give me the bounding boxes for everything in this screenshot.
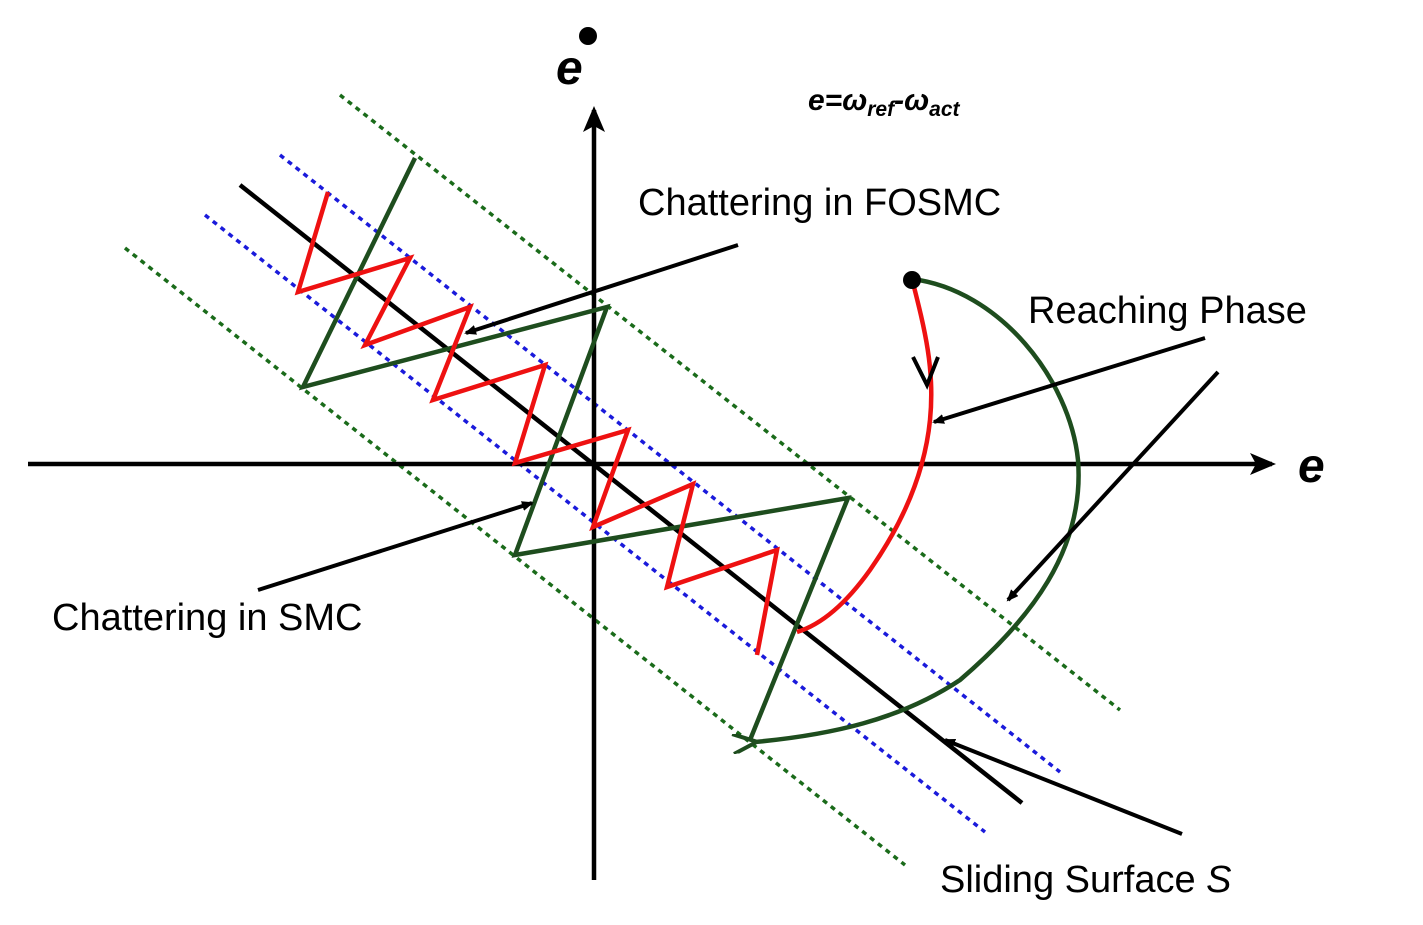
reaching-trajectory-green — [755, 276, 1081, 742]
reaching-direction-arrow — [911, 356, 940, 390]
reaching-pointer — [932, 336, 1206, 424]
fosmc-label: Chattering in FOSMC — [638, 182, 1001, 224]
smc-chattering-trajectory — [298, 157, 852, 741]
sliding-surface-line — [238, 183, 1024, 805]
sliding-surface-label: Sliding Surface S — [940, 859, 1232, 901]
y-axis-label: e — [556, 42, 583, 95]
y-axis-label-dot — [579, 27, 597, 45]
reaching-trajectory-red — [796, 278, 934, 635]
initial-point — [903, 271, 921, 289]
smc-label: Chattering in SMC — [52, 597, 362, 639]
sliding-pointer — [943, 738, 1183, 836]
error-equation: e=ωref-ωact — [808, 84, 960, 121]
reaching-green-pointer — [1006, 370, 1220, 602]
fosmc-pointer — [464, 243, 739, 335]
fosmc-chattering-trajectory — [294, 191, 780, 656]
x-axis-label: e — [1298, 440, 1325, 493]
reaching-phase-label: Reaching Phase — [1028, 290, 1307, 332]
smc-pointer — [257, 501, 534, 592]
